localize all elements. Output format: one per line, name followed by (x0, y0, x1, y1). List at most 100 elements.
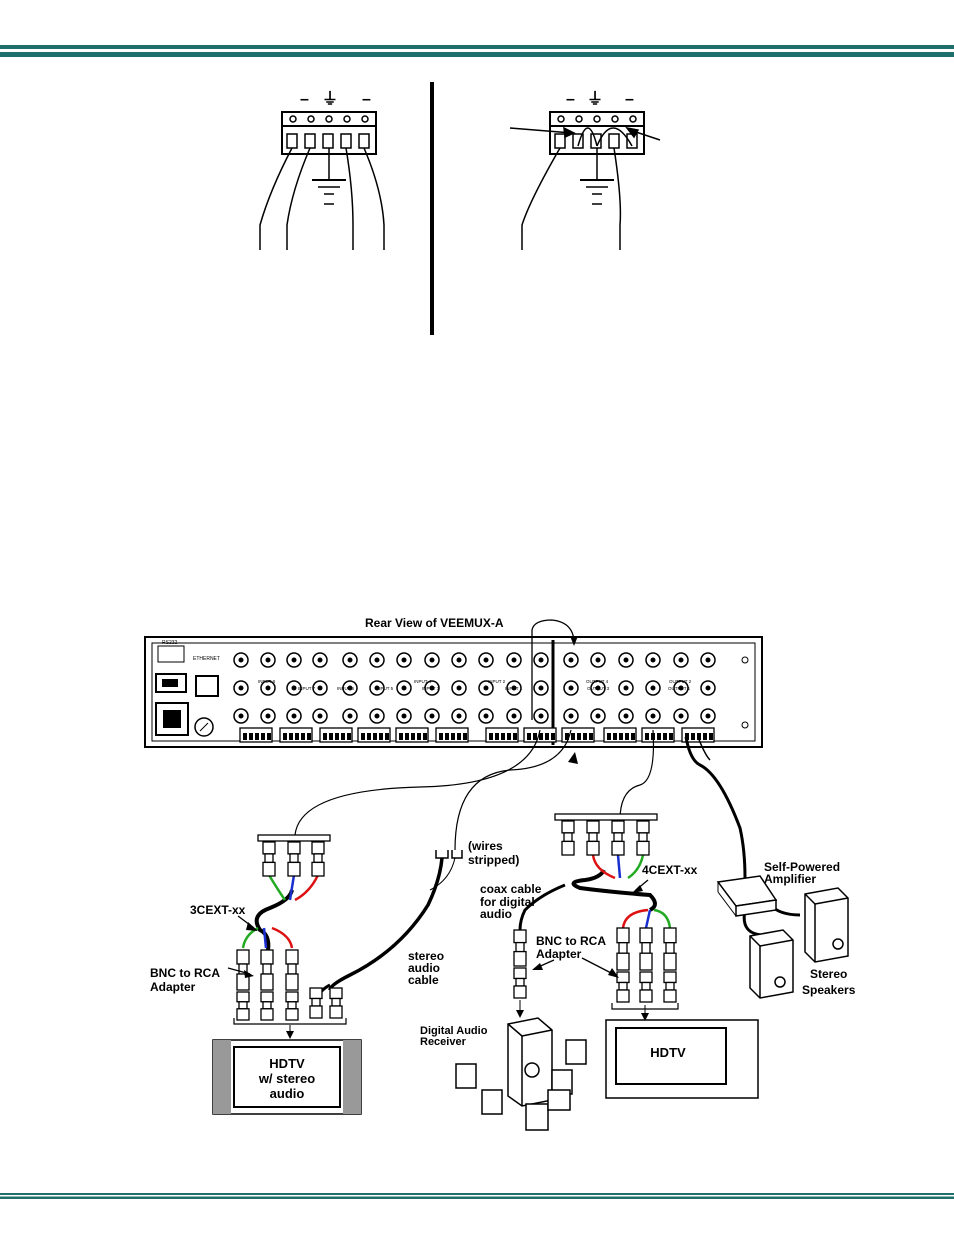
receiver-label: Digital Audio (420, 1025, 488, 1037)
stripped-wires (435, 850, 463, 859)
connector-part (260, 991, 274, 1003)
connector-part (616, 971, 630, 984)
terminal-screw (577, 733, 581, 740)
wires-stripped-label: stripped) (468, 853, 519, 867)
connector-part (260, 949, 274, 965)
bnc-pin (511, 713, 517, 719)
bnc-pin (291, 685, 297, 691)
stereo-speakers (749, 887, 849, 999)
connector-part (513, 929, 527, 944)
bnc-pin (291, 657, 297, 663)
bnc-pin (538, 685, 544, 691)
terminal-screw (571, 733, 575, 740)
connector-part (613, 832, 623, 843)
bnc-pin (595, 713, 601, 719)
bnc-pin (401, 685, 407, 691)
bnc-pin (538, 713, 544, 719)
adapter-label: BNC to RCA (150, 966, 220, 980)
terminal-screw (507, 733, 511, 740)
bnc-pin (650, 685, 656, 691)
minus-label: – (566, 91, 575, 108)
bnc-pin (238, 657, 244, 663)
input-label: INPUT 2 (488, 679, 506, 684)
input-label: INPUT 4 (414, 679, 432, 684)
terminal-screw (423, 733, 427, 740)
connector-part (563, 832, 573, 843)
terminal-block-right: – ⏚ – (509, 90, 661, 250)
bnc-pin (374, 657, 380, 663)
rca-plug-icon (309, 987, 323, 1019)
terminal-screw (399, 733, 403, 740)
amplifier-label: Amplifier (764, 872, 816, 886)
terminal-screw (249, 733, 253, 740)
rear-panel: RS232 ETHERNET INPUT 8 INPUT 7 INPUT 6 I… (144, 636, 763, 748)
connector-part (665, 981, 675, 991)
terminal-screw (283, 733, 287, 740)
bnc-pin (347, 657, 353, 663)
terminal-screw (495, 733, 499, 740)
diagram-labels: (wires stripped) 3CEXT-xx 4CEXT-xx coax … (150, 839, 856, 1048)
terminal-screw (539, 733, 543, 740)
receiver-label: Receiver (420, 1036, 467, 1048)
bnc-groups (236, 813, 677, 1021)
connector-part (515, 941, 525, 953)
terminal-screw (267, 733, 271, 740)
terminal-screw (451, 733, 455, 740)
arrows (227, 879, 649, 1039)
bnc-pin (238, 713, 244, 719)
connector-part (289, 853, 299, 864)
bnc-pin (483, 657, 489, 663)
bnc-pin (705, 685, 711, 691)
rca-plug-icon (663, 971, 677, 1003)
output-label: OUTPUT 1 (668, 686, 691, 691)
rca-plug-icon (260, 991, 274, 1021)
adapter-label: BNC to RCA (536, 934, 606, 948)
connector-part (262, 861, 276, 877)
connector-part (663, 952, 677, 971)
bnc-connector-icon (287, 841, 301, 877)
terminal-screw (513, 733, 517, 740)
minus-label: – (300, 91, 309, 108)
bnc-connector-icon (285, 949, 299, 991)
terminal-block-left: – ⏚ – (259, 90, 385, 250)
bnc-pin (568, 713, 574, 719)
terminal-screw (645, 733, 649, 740)
rca-plug-icon (616, 971, 630, 1003)
speakers-label: Stereo (810, 967, 847, 981)
output-label: OUTPUT 2 (669, 679, 692, 684)
bnc-pin (347, 685, 353, 691)
connector-part (665, 942, 675, 954)
brackets (233, 1003, 679, 1025)
cable-label-4cext: 4CEXT-xx (642, 863, 698, 877)
terminal-screw (379, 733, 383, 740)
connector-part (586, 820, 600, 834)
terminal-screw (385, 733, 389, 740)
rs232-label: RS232 (162, 640, 178, 646)
connector-part (236, 991, 250, 1003)
header-rule (0, 44, 954, 57)
input-label: INPUT 8 (258, 679, 276, 684)
terminal-screw (631, 733, 635, 740)
connector-part (513, 967, 527, 980)
terminal-screw (533, 733, 537, 740)
bnc-pin (623, 657, 629, 663)
hdtv-label: HDTV (269, 1056, 305, 1071)
bnc-connector-icon (586, 820, 600, 856)
terminal-screw (289, 733, 293, 740)
bnc-pin (456, 657, 462, 663)
bnc-pin (483, 713, 489, 719)
cable-label-3cext: 3CEXT-xx (190, 903, 246, 917)
terminal-screw (405, 733, 409, 740)
terminal-screw (335, 733, 339, 740)
bnc-pin (568, 657, 574, 663)
bnc-connector-icon (262, 841, 276, 877)
rca-plug-icon (285, 991, 299, 1021)
bnc-pin (650, 657, 656, 663)
connector-part (238, 1001, 248, 1010)
connector-part (641, 981, 651, 991)
terminal-screw (565, 733, 569, 740)
connector-part (262, 1001, 272, 1010)
connector-part (236, 1008, 250, 1021)
terminal-screw (589, 733, 593, 740)
